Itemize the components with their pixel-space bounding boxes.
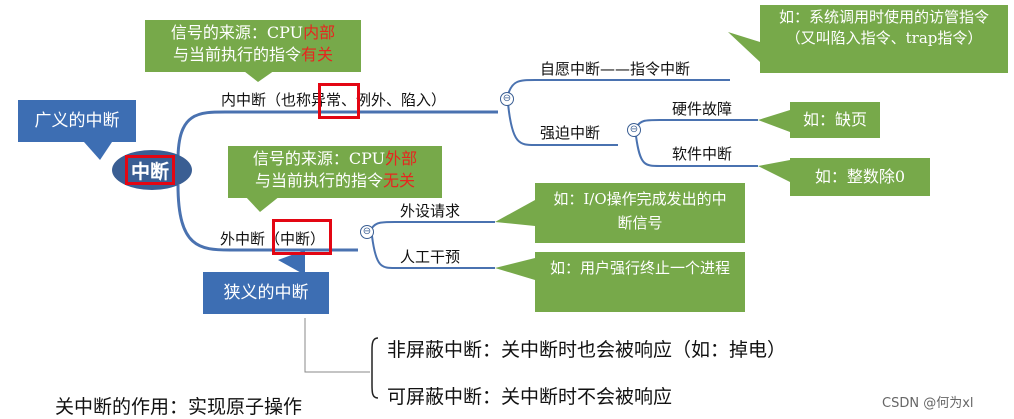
external-source-callout: 信号的来源：CPU外部 与当前执行的指令无关 xyxy=(228,146,442,198)
manual-intervention-label: 人工干预 xyxy=(400,248,461,266)
exception-highlight-box xyxy=(318,83,360,119)
close-interrupt-purpose: 关中断的作用：实现原子操作 xyxy=(55,396,303,418)
internal-callout-line1-red: 内部 xyxy=(303,23,336,42)
watermark: CSDN @何为xl xyxy=(882,396,974,411)
software-note-callout: 如：整数除0 xyxy=(790,158,930,196)
maskable-interrupt: 可屏蔽中断：关中断时不会被响应 xyxy=(387,386,673,408)
peripheral-request-label: 外设请求 xyxy=(400,202,461,220)
broad-interrupt-label: 广义的中断 xyxy=(18,100,136,142)
external-callout-line2-red: 无关 xyxy=(383,170,416,190)
internal-source-callout: 信号的来源：CPU内部 与当前执行的指令有关 xyxy=(145,20,361,72)
non-maskable-interrupt: 非屏蔽中断：关中断时也会被响应（如：掉电） xyxy=(387,339,787,361)
internal-collapse-toggle[interactable]: ⊖ xyxy=(500,92,514,106)
hardware-note-callout: 如：缺页 xyxy=(790,102,880,138)
external-callout-line2: 与当前执行的指令 xyxy=(254,170,383,190)
internal-callout-line1: 信号的来源：CPU xyxy=(170,23,304,42)
voluntary-interrupt-label: 自愿中断——指令中断 xyxy=(540,60,691,78)
external-collapse-toggle[interactable]: ⊖ xyxy=(360,225,374,239)
root-node-label: 中断 xyxy=(125,155,175,185)
internal-interrupt-label: 内中断（也称异常、例外、陷入） xyxy=(221,91,447,109)
forced-interrupt-label: 强迫中断 xyxy=(540,124,601,142)
narrow-interrupt-label: 狭义的中断 xyxy=(203,272,329,314)
external-callout-line1: 信号的来源：CPU xyxy=(252,149,386,168)
hardware-fault-label: 硬件故障 xyxy=(672,100,733,118)
internal-callout-line2: 与当前执行的指令 xyxy=(172,44,301,64)
interrupt-highlight-box xyxy=(272,219,332,255)
software-interrupt-label: 软件中断 xyxy=(672,145,733,163)
external-callout-line1-red: 外部 xyxy=(385,149,418,168)
voluntary-note-callout: 如：系统调用时使用的访管指令（又叫陷入指令、trap指令） xyxy=(760,5,1008,73)
manual-note-callout: 如：用户强行终止一个进程 xyxy=(535,252,745,312)
forced-collapse-toggle[interactable]: ⊖ xyxy=(627,123,641,137)
internal-callout-line2-red: 有关 xyxy=(301,44,334,64)
peripheral-note-callout: 如：I/O操作完成发出的中断信号 xyxy=(535,183,745,243)
